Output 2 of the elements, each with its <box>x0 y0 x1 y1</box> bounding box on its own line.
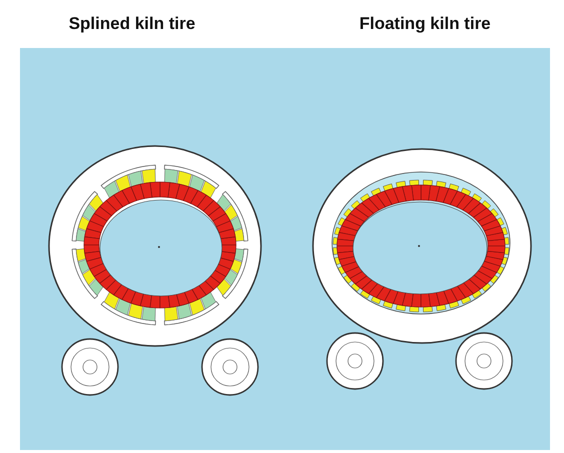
illustration-title: Splined kiln tire <box>68 14 196 34</box>
illustration-title: Floating kiln tire <box>359 14 491 34</box>
